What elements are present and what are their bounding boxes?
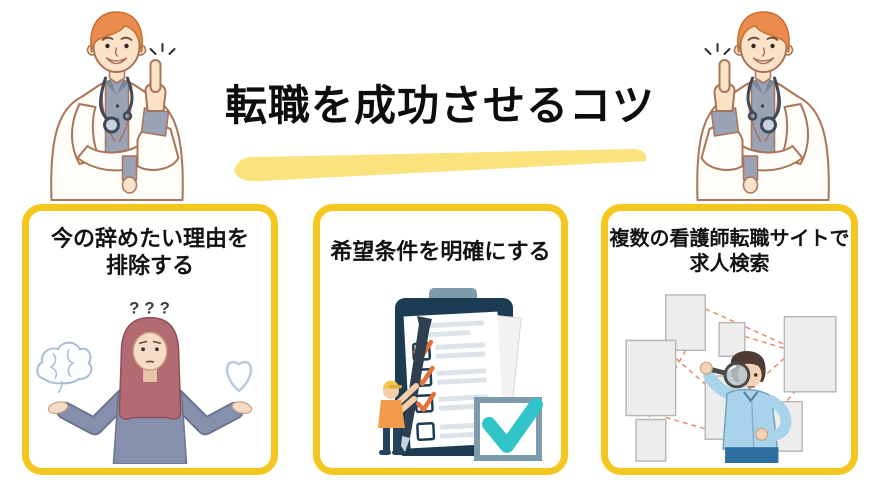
card-title-line: 排除する [105,253,194,278]
card-title: 複数の看護師転職サイトで 求人検索 [608,211,851,285]
worker-figure [377,379,419,455]
card-title-line: 複数の看護師転職サイトで [609,228,850,250]
brain-icon [36,341,93,393]
unchecked-item [415,421,489,441]
checkmark-icon [473,396,543,461]
checked-item [414,391,488,413]
card-title: 希望条件を明確にする [320,211,561,285]
card-title-line: 希望条件を明確にする [330,239,551,265]
card-title-line: 今の辞めたい理由を [50,225,249,251]
card-title: 今の辞めたい理由を 排除する [29,211,271,285]
tip-card-search-multiple-sites: 複数の看護師転職サイトで 求人検索 [601,204,858,475]
job-search-magnifier-illustration [608,287,851,464]
searching-man-figure [699,350,791,463]
card-title-line: 求人検索 [689,253,770,275]
heart-icon [225,360,253,392]
magnifier-icon [702,361,750,388]
tip-card-remove-quit-reasons: 今の辞めたい理由を 排除する ??? [22,204,278,475]
question-marks-text: ??? [129,298,175,317]
pen-icon [400,315,432,452]
page-title: 転職を成功させるコツ [224,82,655,129]
confused-woman-illustration: ??? [29,287,271,464]
title-underline-highlight [234,149,647,182]
tip-card-clarify-conditions: 希望条件を明確にする [313,204,568,475]
checklist-clipboard-illustration [320,287,561,464]
